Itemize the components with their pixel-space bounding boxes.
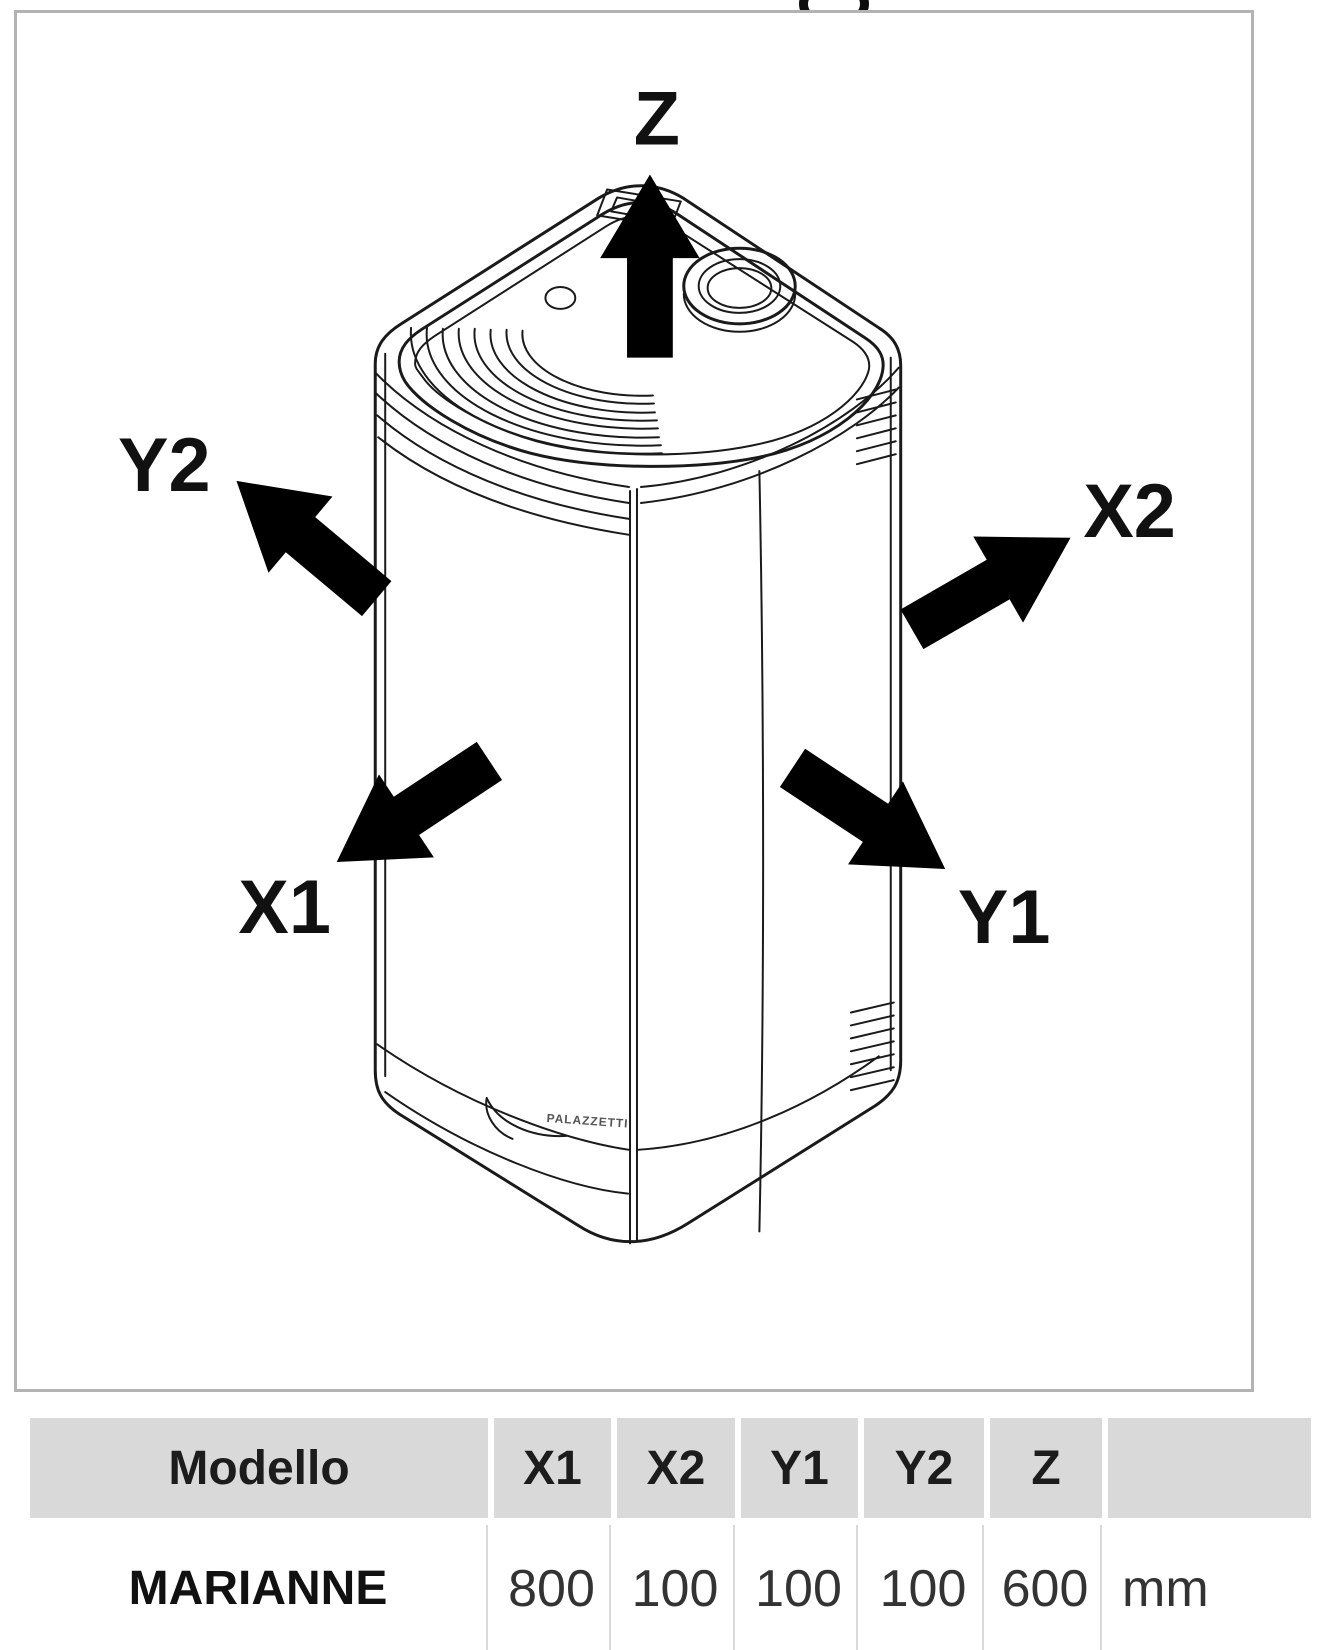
side-vents-upper (855, 388, 897, 466)
table-cell-y2: 100 (864, 1525, 984, 1650)
table-cell-x2: 100 (617, 1525, 735, 1650)
label-y1: Y1 (958, 876, 1051, 960)
top-knob (544, 286, 577, 310)
table-cell-y1: 100 (741, 1525, 858, 1650)
arrow-y1 (779, 748, 946, 869)
clearance-arrows (236, 174, 1071, 869)
table-cell-unit: mm (1108, 1525, 1311, 1650)
label-y2: Y2 (118, 424, 211, 508)
stove-brand-text: PALAZZETTI (546, 1111, 629, 1131)
base-pedestal (376, 1043, 880, 1195)
flue-outlet (682, 246, 797, 333)
table-header-x1: X1 (494, 1418, 611, 1518)
table-header-y1: Y1 (741, 1418, 858, 1518)
table-cell-z: 600 (990, 1525, 1102, 1650)
front-panel-seam (629, 488, 638, 1245)
right-panel-corner (758, 470, 765, 1233)
corner-accent-lines (384, 352, 892, 1078)
stove-drawing: PALAZZETTI (373, 184, 903, 1245)
stove-top-rim (397, 200, 885, 468)
table-cell-model: MARIANNE (30, 1525, 488, 1650)
table-cell-x1: 800 (494, 1525, 611, 1650)
label-x2: X2 (1083, 470, 1176, 554)
table-header-z: Z (990, 1418, 1102, 1518)
arrow-y2 (236, 480, 392, 617)
top-grille-slats (409, 326, 663, 455)
label-z: Z (634, 78, 680, 162)
clearance-diagram: PALAZZETTI (118, 78, 1176, 1245)
table-header-model: Modello (30, 1418, 488, 1518)
label-x1: X1 (238, 866, 331, 950)
arrow-x1 (336, 741, 503, 862)
arrow-x2 (900, 536, 1071, 650)
dimensions-table: Modello X1 X2 Y1 Y2 Z MARIANNE 800 100 1… (30, 1418, 1311, 1650)
clearance-diagram-frame: PALAZZETTI (14, 10, 1254, 1392)
side-vents-lower (849, 1001, 895, 1092)
top-louver-band (375, 366, 900, 536)
table-header-x2: X2 (617, 1418, 735, 1518)
table-header-y2: Y2 (864, 1418, 984, 1518)
arrow-z (600, 174, 700, 358)
table-header-unit (1108, 1418, 1311, 1518)
